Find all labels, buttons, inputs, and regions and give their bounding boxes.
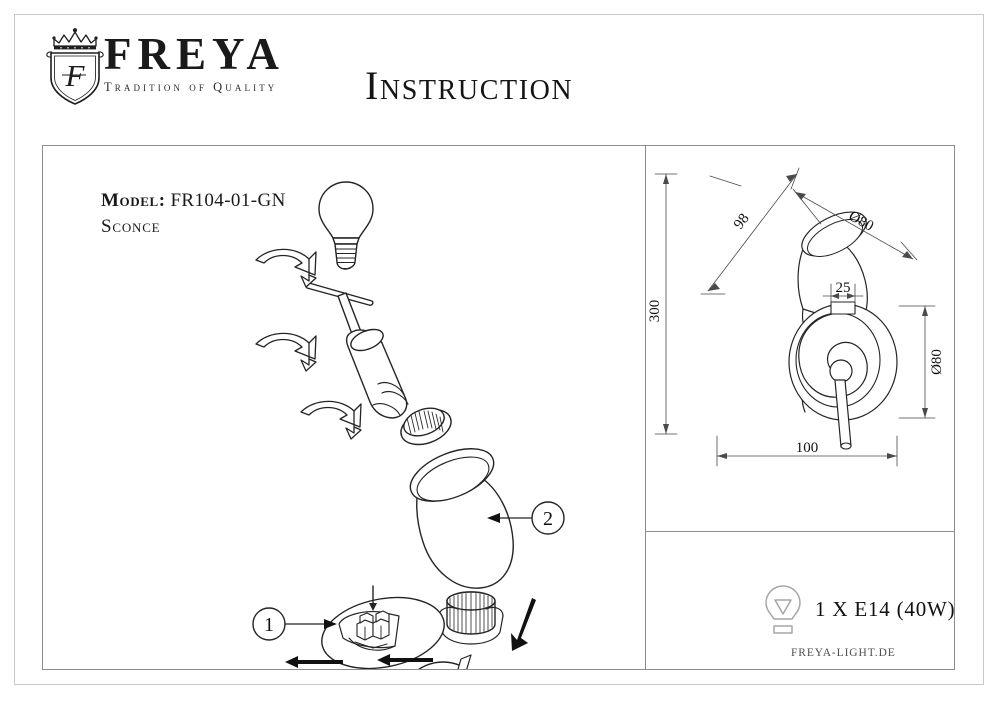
technical-dimension-drawing: Ø80 98 300 25 Ø80 100 [647,167,945,467]
dimension-label-projection: 100 [796,440,819,456]
dimension-label-shade-length: 98 [731,211,753,233]
brand-logo: F FREYA Tradition of Quality [42,26,342,106]
exploded-assembly-diagram: 1 2 [252,181,565,669]
header: F FREYA Tradition of Quality Instruction [0,0,1000,130]
dimension-label-arm-width: 25 [836,280,851,296]
page-title: Instruction [365,63,574,108]
shade-collar-part [438,591,504,645]
terminal-block-part [321,585,445,669]
website-url: FREYA-LIGHT.DE [791,647,896,659]
lamp-spec-text: 1 X E14 (40W) [815,597,956,621]
brand-tagline: Tradition of Quality [104,80,278,94]
dimension-lines [654,167,936,467]
callout-1 [252,607,337,641]
dimension-label-backplate-diameter: Ø80 [929,349,945,375]
assembly-direction-arrow [511,598,536,651]
lamp-specification: 1 X E14 (40W) FREYA-LIGHT.DE [645,531,955,670]
callout-1-label: 1 [264,614,274,636]
glass-shade-part [409,448,514,589]
model-line: Model: FR104-01-GN [101,188,286,214]
direction-arrows [285,654,433,668]
backplate-front-view [788,301,898,450]
panel-divider-horizontal [645,531,954,532]
light-bulb-icon [765,585,801,634]
model-info: Model: FR104-01-GN Sconce [101,188,286,240]
dimension-label-overall-height: 300 [647,300,663,323]
spiral-wall-plate-part [418,654,472,669]
brand-wordmark: FREYA Tradition of Quality [104,32,344,95]
brand-name: FREYA [104,29,285,79]
lamp-socket-part [305,282,409,419]
rotation-arrows [255,248,362,440]
freya-shield-crown-icon: F [46,28,104,105]
model-label: Model: [101,190,166,211]
page-border [14,14,984,685]
content-panel: Model: FR104-01-GN Sconce [42,145,955,670]
callout-2 [487,501,565,535]
callout-2-label: 2 [543,508,553,530]
product-type: Sconce [101,216,161,238]
socket-ring-part [400,407,452,446]
model-number: FR104-01-GN [170,190,286,211]
panel-divider-vertical [645,146,646,669]
light-bulb-part [318,181,374,270]
